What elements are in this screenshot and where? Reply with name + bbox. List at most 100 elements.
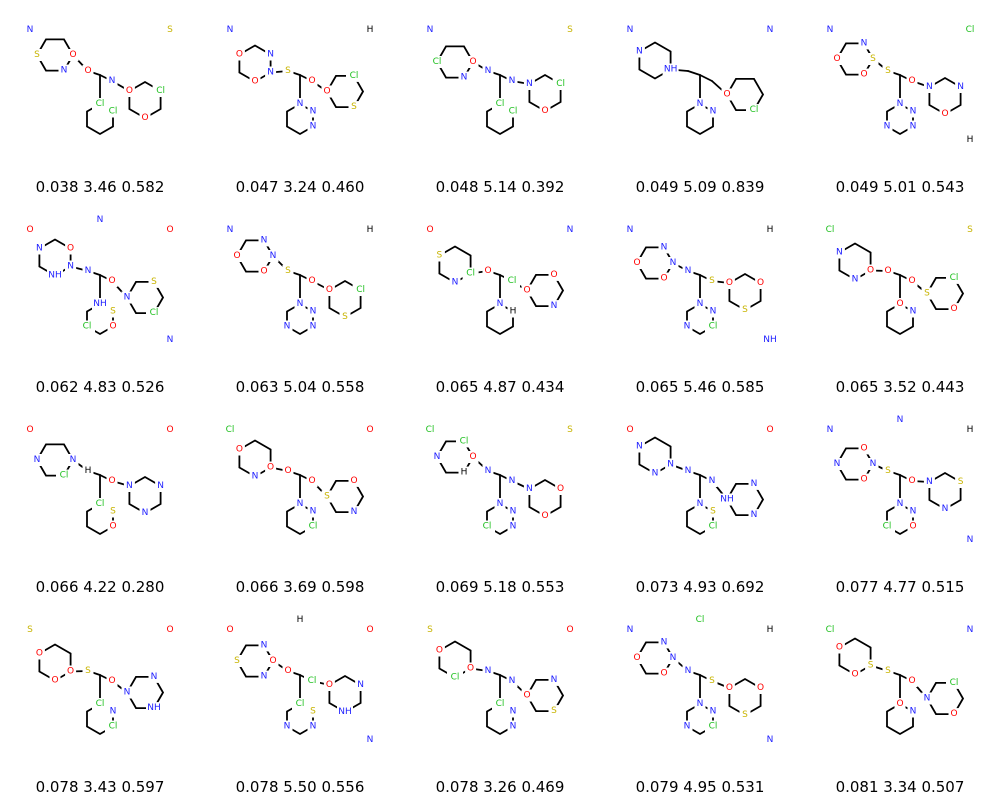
atom-label: N: [294, 498, 306, 510]
atom-label: N: [831, 458, 843, 470]
atom-label: N: [681, 320, 693, 333]
svg-text:O: O: [469, 57, 476, 67]
svg-text:Cl: Cl: [109, 107, 118, 117]
svg-text:O: O: [236, 50, 243, 60]
atom-label: N: [894, 498, 906, 510]
svg-text:Cl: Cl: [308, 676, 317, 686]
molecule-caption: 0.065 5.46 0.585: [635, 378, 765, 396]
svg-text:N: N: [526, 79, 533, 89]
atom-label: N: [482, 465, 494, 477]
svg-text:N: N: [297, 499, 304, 509]
atom-label: N: [624, 624, 636, 636]
svg-text:O: O: [84, 66, 91, 76]
svg-text:N: N: [157, 481, 164, 491]
atom-label: N: [624, 224, 636, 236]
svg-text:O: O: [251, 77, 258, 87]
svg-text:N: N: [167, 335, 174, 345]
svg-text:S: S: [885, 66, 891, 76]
atom-label: N: [707, 305, 719, 318]
atom-label: N: [633, 440, 645, 453]
svg-text:S: S: [324, 492, 330, 502]
atom-label: N: [667, 652, 679, 664]
atom-label: O: [306, 75, 318, 87]
svg-text:O: O: [26, 425, 33, 435]
atom-label: Cl: [447, 671, 463, 684]
svg-text:N: N: [70, 455, 77, 465]
svg-text:N: N: [697, 99, 704, 109]
svg-text:O: O: [557, 484, 564, 494]
atom-label: O: [282, 665, 294, 677]
svg-text:N: N: [34, 455, 41, 465]
atom-label: N: [307, 320, 319, 333]
atom-label: N: [694, 498, 706, 510]
atom-label: O: [123, 85, 135, 97]
atom-label: N: [307, 105, 319, 118]
atom-label: O: [265, 461, 277, 474]
atom-label: O: [894, 698, 906, 710]
svg-text:N: N: [110, 707, 117, 717]
svg-text:O: O: [626, 425, 633, 435]
atom-label: O: [631, 652, 643, 664]
svg-text:N: N: [485, 66, 492, 76]
svg-text:NH: NH: [338, 707, 352, 717]
molecule-caption: 0.066 3.69 0.598: [235, 578, 365, 596]
atom-label: N: [494, 498, 506, 510]
svg-text:O: O: [326, 285, 333, 295]
atom-label: Cl: [352, 284, 369, 296]
atom-label: O: [658, 272, 670, 285]
atom-label: Cl: [492, 698, 508, 710]
svg-text:S: S: [567, 25, 573, 35]
svg-text:N: N: [767, 25, 774, 35]
molecule-caption: 0.078 3.26 0.469: [435, 778, 565, 796]
atom-label: O: [948, 303, 960, 316]
svg-text:O: O: [851, 670, 858, 680]
molecule-structure: ClSOONNHSOOClNNNNNNHO: [224, 614, 376, 746]
atom-label: Cl: [962, 24, 978, 36]
atom-label: N: [907, 505, 919, 518]
atom-label: S: [964, 224, 976, 236]
atom-label: O: [106, 675, 118, 687]
atom-label: O: [548, 268, 560, 281]
svg-text:S: S: [437, 251, 443, 261]
atom-label: Cl: [429, 56, 445, 68]
svg-text:N: N: [910, 707, 917, 717]
svg-text:O: O: [757, 683, 764, 693]
svg-text:O: O: [860, 475, 867, 485]
svg-text:Cl: Cl: [156, 86, 165, 96]
atom-label: N: [548, 300, 560, 313]
atom-label: S: [231, 655, 243, 667]
svg-text:N: N: [227, 225, 234, 235]
atom-label: N: [907, 705, 919, 718]
svg-text:O: O: [884, 266, 891, 276]
svg-text:N: N: [310, 322, 317, 332]
svg-text:S: S: [885, 666, 891, 676]
svg-text:H: H: [510, 307, 517, 317]
atom-label: Cl: [692, 614, 708, 626]
atom-label: Cl: [822, 224, 838, 236]
svg-text:S: S: [567, 425, 573, 435]
svg-text:N: N: [897, 99, 904, 109]
atom-label: N: [307, 305, 319, 318]
svg-text:O: O: [723, 90, 730, 100]
svg-text:H: H: [297, 615, 304, 625]
svg-text:O: O: [467, 664, 474, 674]
svg-text:S: S: [967, 225, 973, 235]
atom-label: N: [265, 66, 277, 79]
atom-label: O: [723, 277, 735, 289]
atom-label: N: [894, 414, 906, 426]
svg-text:N: N: [126, 481, 133, 491]
atom-label: O: [233, 48, 245, 61]
svg-text:Cl: Cl: [96, 499, 105, 509]
atom-label: O: [258, 265, 270, 278]
atom-label: N: [106, 75, 118, 87]
svg-text:N: N: [667, 460, 674, 470]
atom-label: O: [539, 510, 551, 522]
atom-label: O: [107, 520, 119, 533]
svg-text:Cl: Cl: [826, 625, 835, 635]
